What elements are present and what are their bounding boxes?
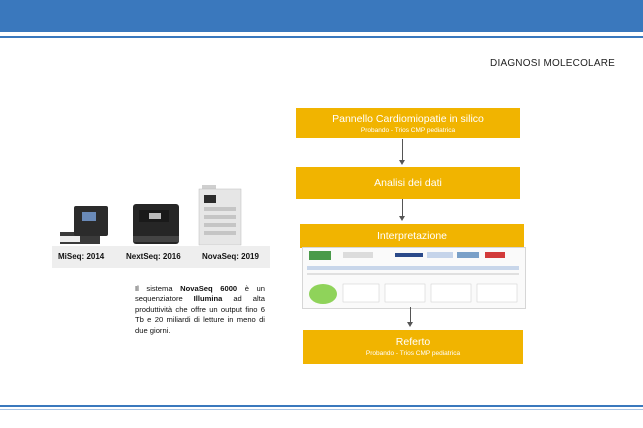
arrow-2-head (399, 216, 405, 221)
miseq-image (60, 206, 108, 244)
novaseq-image (198, 185, 242, 246)
interpretation-diagram-graphic (307, 251, 519, 304)
step-analisi-title: Analisi dei dati (374, 177, 442, 189)
arrow-3-head (407, 322, 413, 327)
step-pannello: Pannello Cardiomiopatie in silico Proban… (296, 108, 520, 138)
step-analisi: Analisi dei dati (296, 167, 520, 199)
top-bar (0, 0, 643, 32)
step-interpretazione-title: Interpretazione (376, 230, 448, 242)
step-referto-title: Referto (395, 336, 431, 348)
bottom-divider (0, 405, 643, 407)
arrow-2 (402, 199, 403, 217)
top-divider (0, 36, 643, 38)
arrow-1 (402, 139, 403, 161)
interpretation-diagram (302, 247, 526, 309)
novaseq-label: NovaSeq: 2019 (202, 252, 259, 261)
page-title: DIAGNOSI MOLECOLARE (490, 58, 615, 69)
step-referto-subtitle: Probando - Trios CMP pediatrica (365, 350, 461, 357)
nextseq-label: NextSeq: 2016 (126, 252, 181, 261)
arrow-1-head (399, 160, 405, 165)
nextseq-image (133, 204, 179, 244)
step-pannello-subtitle: Probando - Trios CMP pediatrica (360, 127, 456, 134)
step-referto: Referto Probando - Trios CMP pediatrica (303, 330, 523, 364)
step-interpretazione: Interpretazione (300, 224, 524, 248)
arrow-3 (410, 307, 411, 323)
machine-caption-strip (52, 246, 270, 268)
miseq-label: MiSeq: 2014 (58, 252, 105, 261)
bottom-divider-light (0, 409, 643, 410)
step-pannello-title: Pannello Cardiomiopatie in silico (332, 113, 484, 125)
description-text: Il sistema NovaSeq 6000 è un sequenziato… (135, 284, 265, 335)
